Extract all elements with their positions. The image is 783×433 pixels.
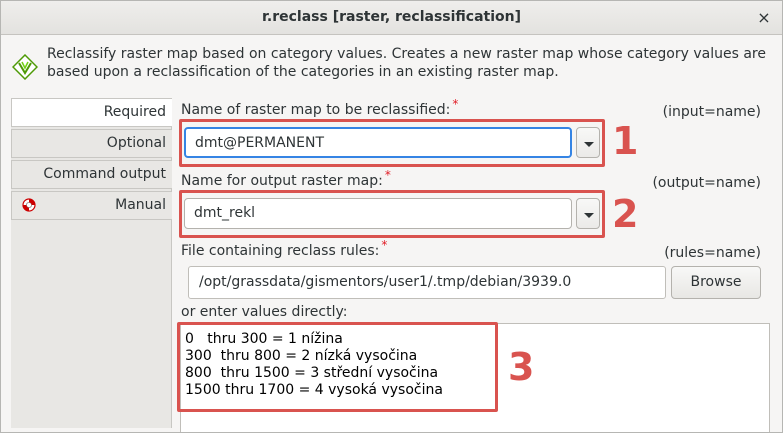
output-dropdown-button[interactable]: [576, 198, 600, 229]
close-icon: ×: [757, 8, 771, 27]
annotation-box-3: [177, 322, 498, 412]
close-button[interactable]: ×: [753, 7, 775, 29]
rules-label: File containing reclass rules:*: [181, 238, 388, 259]
output-key: (output=name): [652, 175, 761, 191]
required-mark: *: [452, 97, 459, 111]
module-description: Reclassify raster map based on category …: [47, 46, 766, 80]
tab-manual[interactable]: Manual: [11, 191, 172, 220]
tab-label: Required: [103, 104, 166, 120]
tab-label: Manual: [115, 197, 166, 213]
required-mark: *: [384, 168, 391, 182]
required-mark: *: [381, 238, 388, 252]
window-title: r.reclass [raster, reclassification]: [261, 9, 522, 25]
input-map-value: dmt@PERMANENT: [195, 135, 325, 151]
title-bar[interactable]: r.reclass [raster, reclassification] ×: [1, 1, 782, 35]
annotation-box-1: [179, 119, 605, 167]
input-dropdown-button[interactable]: [576, 127, 600, 158]
annotation-number-2: 2: [612, 192, 639, 236]
chevron-down-icon: [584, 142, 594, 147]
tab-optional[interactable]: Optional: [11, 129, 172, 158]
input-key: (input=name): [662, 104, 761, 120]
tab-label: Command output: [43, 166, 166, 182]
annotation-number-1: 1: [612, 119, 639, 163]
rule-line: 800 thru 1500 = 3 střední vysočina: [185, 365, 439, 381]
rules-file-input[interactable]: /opt/grassdata/gismentors/user1/.tmp/deb…: [188, 266, 666, 299]
rule-line: 300 thru 800 = 2 nízká vysočina: [185, 348, 418, 364]
direct-values-textarea[interactable]: [180, 323, 770, 432]
tab-required[interactable]: Required: [11, 98, 173, 127]
tab-command-output[interactable]: Command output: [11, 160, 172, 189]
rule-line: 0 thru 300 = 1 nížina: [185, 331, 343, 347]
chevron-down-icon: [584, 213, 594, 218]
annotation-box-2: [179, 190, 605, 238]
rules-key: (rules=name): [664, 245, 761, 261]
rules-file-value: /opt/grassdata/gismentors/user1/.tmp/deb…: [199, 274, 572, 290]
output-label: Name for output raster map:*: [181, 168, 391, 189]
input-map-combo[interactable]: dmt@PERMANENT: [184, 127, 572, 158]
lifebuoy-icon: [22, 198, 36, 212]
output-map-combo[interactable]: dmt_rekl: [184, 198, 572, 229]
rule-line: 1500 thru 1700 = 4 vysoká vysočina: [185, 382, 443, 398]
browse-button[interactable]: Browse: [671, 266, 761, 299]
grass-module-icon: [12, 54, 38, 80]
tab-bar: Required Optional Command output Manual: [11, 98, 173, 428]
input-label: Name of raster map to be reclassified:*: [181, 97, 459, 118]
annotation-number-3: 3: [508, 345, 535, 389]
tab-label: Optional: [106, 135, 166, 151]
output-map-value: dmt_rekl: [194, 205, 256, 221]
direct-values-label: or enter values directly:: [181, 304, 348, 320]
